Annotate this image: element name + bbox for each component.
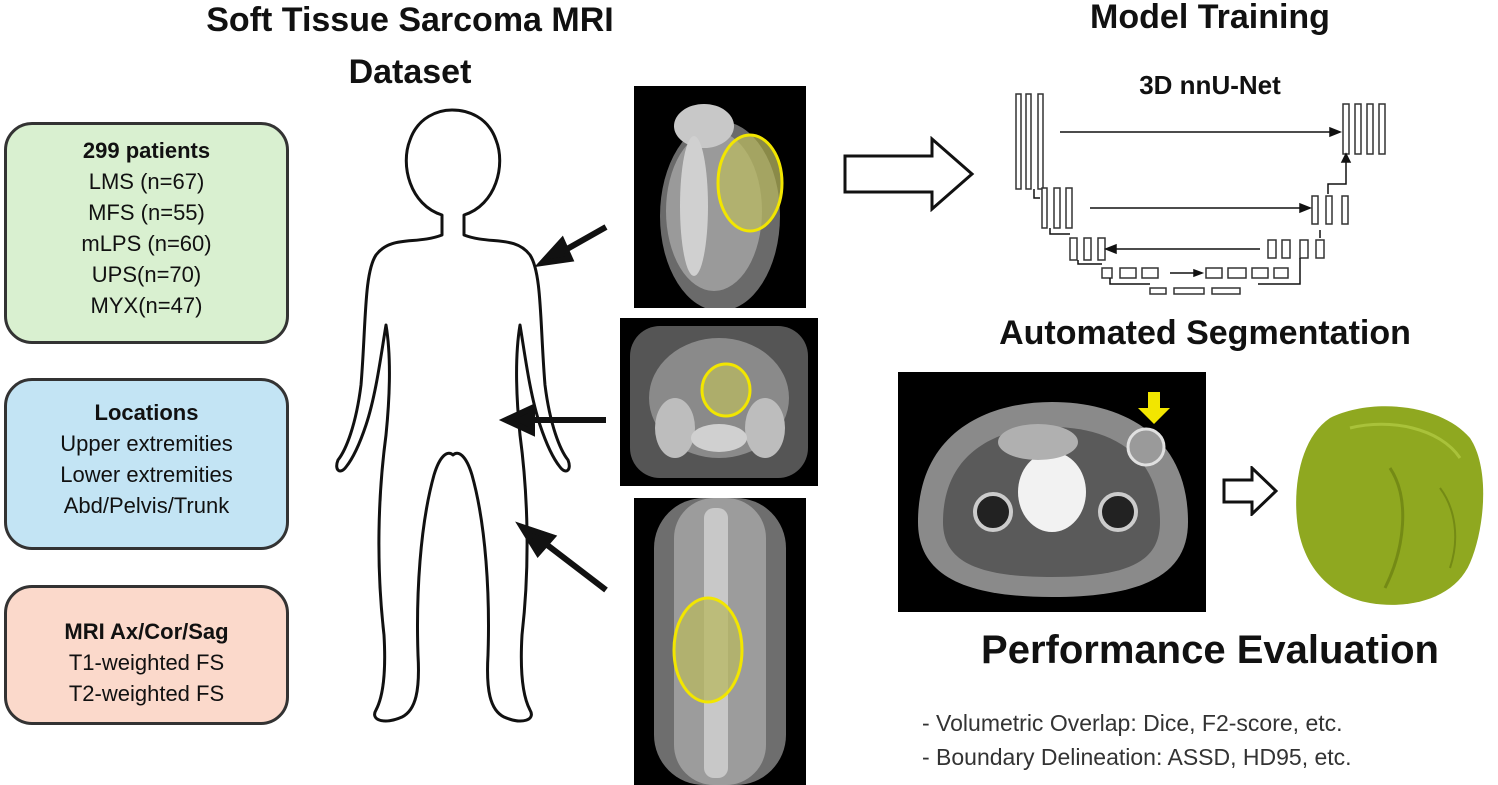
mri-scan-thigh [634, 498, 806, 785]
mri-scan-thigh-image [654, 498, 786, 785]
arrows-to-scans [498, 224, 608, 593]
evaluation-item: - Volumetric Overlap: Dice, F2-score, et… [922, 710, 1343, 736]
mri-scan-upper-arm [634, 86, 806, 308]
dataset-title: Soft Tissue Sarcoma MRI Dataset [206, 1, 614, 91]
arrowhead-lower [515, 521, 558, 559]
locations-item: Lower extremities [60, 462, 233, 487]
patients-box: 299 patients LMS (n=67) MFS (n=55) mLPS … [4, 122, 289, 344]
locations-box: Locations Upper extremities Lower extrem… [4, 378, 289, 550]
body-outline [335, 108, 571, 723]
evaluation-list: - Volumetric Overlap: Dice, F2-score, et… [922, 706, 1492, 774]
tumor-marker [700, 362, 752, 418]
unet-architecture-diagram [1015, 93, 1386, 295]
mri-protocol-item: T1-weighted FS [68, 650, 225, 675]
down-arrow-icon [1138, 392, 1170, 424]
network-label: 3D nnU-Net [1139, 70, 1281, 100]
patients-item: mLPS (n=60) [81, 231, 212, 256]
mri-scan-axial-pelvis-image [918, 392, 1188, 597]
tumor-marker [716, 133, 784, 233]
patients-item: MYX(n=47) [90, 293, 203, 318]
mri-scan-upper-arm-image [660, 104, 784, 308]
locations-heading: Locations [94, 400, 199, 425]
human-body-illustration [335, 108, 608, 723]
evaluation-title: Performance Evaluation [981, 628, 1439, 672]
flow-arrow-to-training-icon [843, 136, 975, 212]
evaluation-item: - Boundary Delineation: ASSD, HD95, etc. [922, 744, 1352, 770]
mri-scan-pelvis-image [630, 326, 808, 478]
mri-protocol-heading: MRI Ax/Cor/Sag [64, 619, 229, 644]
patients-item: MFS (n=55) [88, 200, 205, 225]
segmentation-title: Automated Segmentation [999, 314, 1411, 352]
arrow-lower [540, 538, 608, 593]
mri-protocol-box: MRI Ax/Cor/Sag T1-weighted FS T2-weighte… [4, 585, 289, 725]
locations-item: Upper extremities [60, 431, 233, 456]
tumor-3d-rendering [1296, 406, 1484, 605]
tumor-marker [672, 596, 744, 704]
arrowhead-middle [498, 403, 535, 437]
flow-arrow-to-3d-icon [1222, 466, 1278, 516]
model-training-title: Model Training [1090, 0, 1330, 36]
patients-item: UPS(n=70) [91, 262, 202, 287]
arrowhead-upper [534, 235, 575, 268]
mri-scan-axial-pelvis [898, 372, 1206, 612]
mri-protocol-item: T2-weighted FS [68, 681, 225, 706]
mri-scan-pelvis [620, 318, 818, 486]
patients-heading: 299 patients [82, 138, 211, 163]
locations-item: Abd/Pelvis/Trunk [63, 493, 230, 518]
patients-item: LMS (n=67) [88, 169, 205, 194]
